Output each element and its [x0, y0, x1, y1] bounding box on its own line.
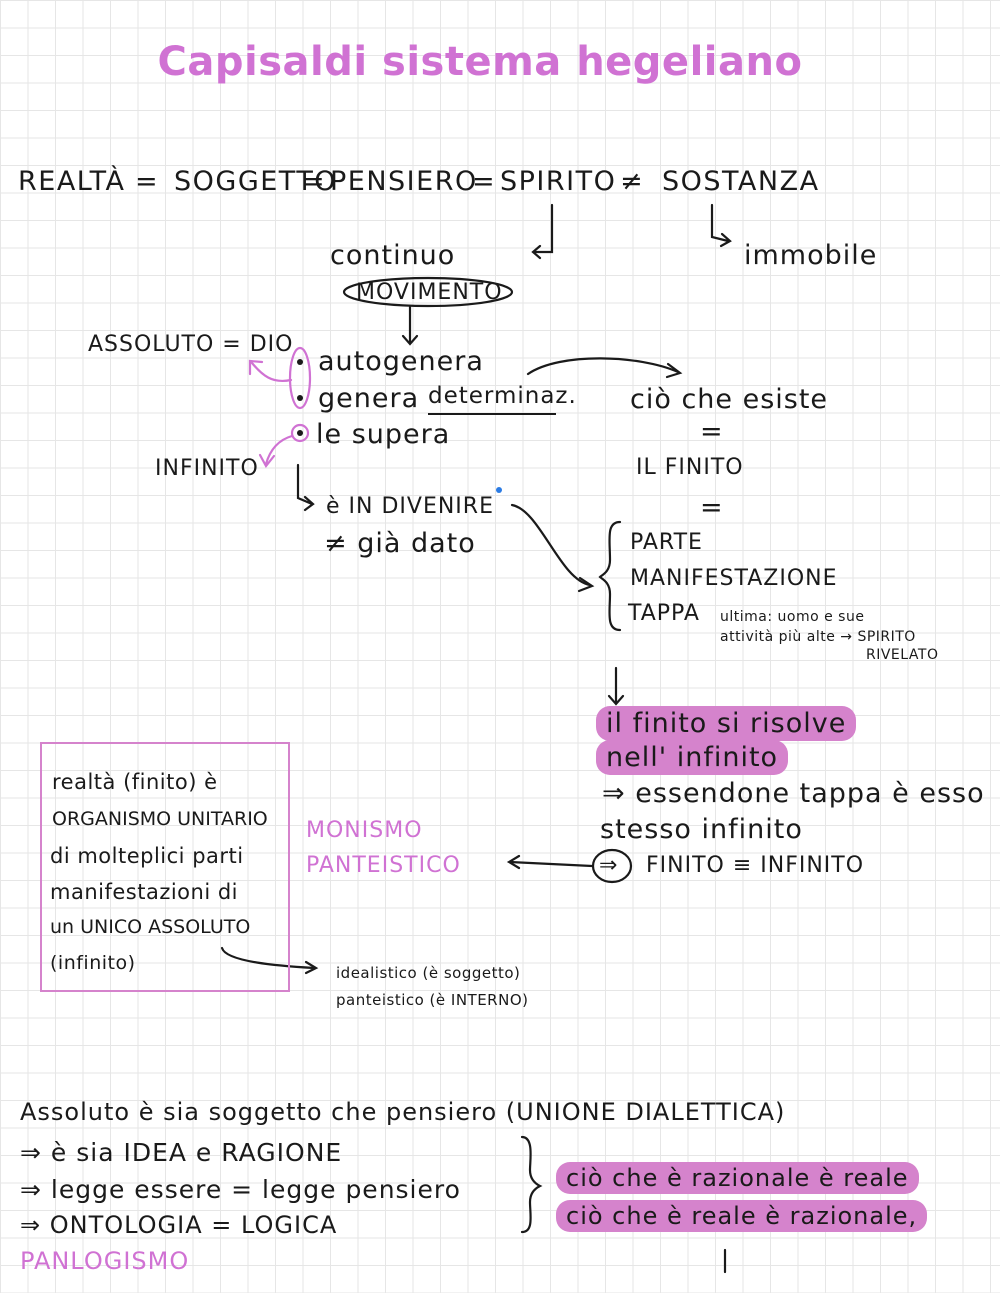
arrow-to-assoluto — [250, 361, 293, 383]
realta-label: REALTÀ — [18, 166, 126, 197]
equals-sign: = — [135, 166, 160, 197]
bullet-dot — [297, 430, 303, 436]
bottom-line-4: ⇒ ONTOLOGIA = LOGICA — [20, 1211, 338, 1239]
ultima-note-1: ultima: uomo e sue — [720, 609, 865, 625]
blue-dot — [496, 487, 502, 493]
assoluto-dio-label: ASSOLUTO = DIO — [88, 332, 294, 357]
arrow-box-idealistico — [220, 946, 316, 970]
highlight-razionale-reale: ciò che è razionale è reale — [556, 1162, 919, 1194]
ultima-note-2: attività più alte → SPIRITO — [720, 629, 916, 645]
box-line-4: manifestazioni di — [50, 880, 239, 904]
brace-bottom — [520, 1135, 543, 1234]
arrow-spirito-continuo — [533, 203, 554, 254]
highlight-nell-infinito: nell' infinito — [596, 740, 789, 775]
essendone-line-1: ⇒ essendone tappa è esso — [602, 778, 985, 809]
box-line-6: (infinito) — [50, 952, 136, 974]
arrow-divenire — [296, 463, 314, 506]
ultima-note-3: RIVELATO — [866, 647, 939, 663]
pink-oval-dots — [288, 346, 312, 410]
immobile-label: immobile — [744, 240, 878, 271]
pink-circle-dot — [290, 423, 310, 443]
arrow-to-infinito — [264, 434, 294, 466]
genera-label: genera — [318, 383, 420, 414]
sostanza-label: SOSTANZA — [662, 166, 820, 197]
essendone-line-2: stesso infinito — [600, 814, 803, 845]
highlight-reale-razionale: ciò che è reale è razionale, — [556, 1200, 928, 1232]
continuo-label: continuo — [330, 240, 456, 271]
realta-box — [40, 742, 290, 992]
movimento-ellipse — [342, 276, 514, 308]
implica-symbol: ⇒ — [599, 853, 619, 878]
tappa-label: TAPPA — [628, 601, 700, 626]
arrow-divenire-tappa — [510, 503, 592, 587]
determinaz-label: determinaz. — [428, 383, 577, 409]
gia-dato-label: ≠ già dato — [324, 528, 476, 559]
soggetto-label: SOGGETTO — [174, 166, 338, 197]
box-line-2: ORGANISMO UNITARIO — [52, 808, 268, 830]
brace-finito — [598, 520, 622, 632]
panlogismo-label: PANLOGISMO — [20, 1247, 190, 1275]
box-line-5: un UNICO ASSOLUTO — [50, 916, 251, 938]
equals-sign: = — [472, 166, 497, 197]
arrow-genera-cio — [526, 357, 680, 376]
highlight-finito-risolve: il finito si risolve — [596, 706, 857, 741]
panteistico-note: panteistico (è INTERNO) — [336, 991, 529, 1009]
bottom-mark-text: | — [720, 1248, 728, 1272]
idealistico-note: idealistico (è soggetto) — [336, 964, 521, 982]
equals-sign: = — [700, 416, 724, 447]
movimento-label: MOVIMENTO — [356, 280, 503, 305]
le-supera-label: le supera — [316, 419, 451, 450]
bullet-dot — [297, 395, 303, 401]
finito-eq-infinito: FINITO ≡ INFINITO — [646, 853, 865, 878]
box-line-3: di molteplici parti — [50, 844, 244, 868]
panteistico-label: PANTEISTICO — [306, 853, 461, 878]
bottom-line-2: ⇒ è sia IDEA e RAGIONE — [20, 1138, 343, 1167]
arrow-sostanza-immobile — [710, 203, 730, 243]
il-finito-label: IL FINITO — [636, 455, 744, 480]
arrow-to-monismo — [508, 860, 594, 868]
box-line-1: realtà (finito) è — [52, 770, 218, 794]
not-equal-sign: ≠ — [620, 166, 645, 197]
bottom-line-1: Assoluto è sia soggetto che pensiero (UN… — [20, 1098, 786, 1126]
page-title: Capisaldi sistema hegeliano — [157, 39, 803, 85]
pensiero-label: PENSIERO — [330, 166, 478, 197]
divenire-label: è IN DIVENIRE — [326, 494, 494, 519]
manifestazione-label: MANIFESTAZIONE — [630, 566, 838, 591]
bullet-dot — [297, 359, 303, 365]
autogenera-label: autogenera — [318, 346, 484, 377]
monismo-label: MONISMO — [306, 818, 423, 843]
equals-sign: = — [302, 166, 327, 197]
equals-sign: = — [700, 492, 724, 523]
bottom-line-3: ⇒ legge essere = legge pensiero — [20, 1175, 461, 1204]
cio-che-esiste-label: ciò che esiste — [630, 384, 829, 415]
infinito-label: INFINITO — [155, 456, 259, 481]
spirito-label: SPIRITO — [500, 166, 617, 197]
parte-label: PARTE — [630, 530, 703, 555]
